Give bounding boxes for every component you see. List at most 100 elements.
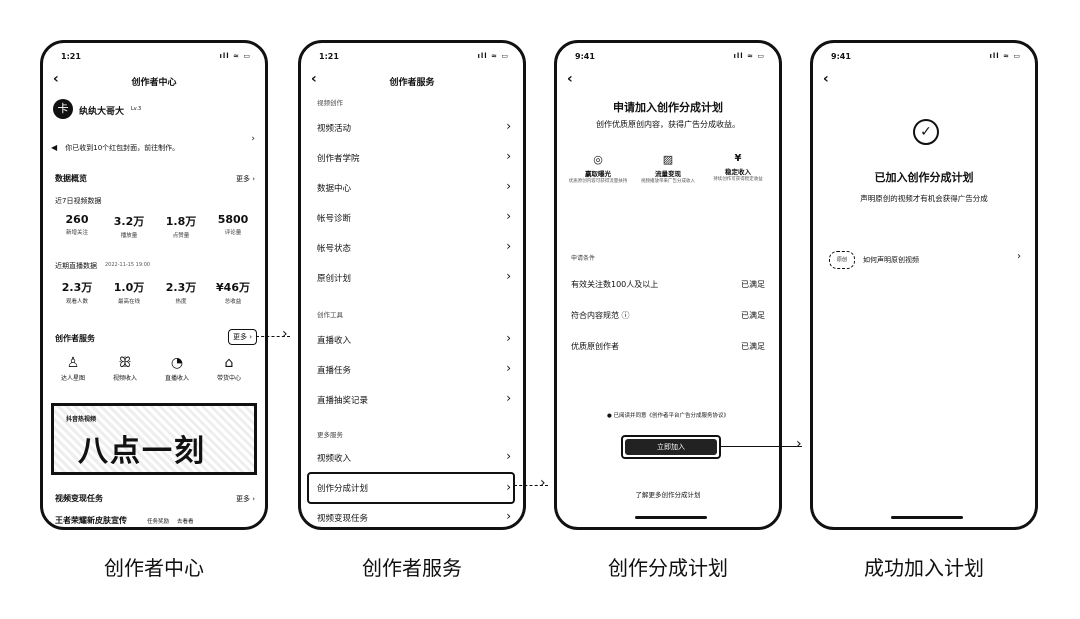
live-data-title: 近期直播数据 — [55, 262, 97, 270]
back-button[interactable]: ‹ — [823, 71, 829, 87]
promo-banner[interactable]: 抖音热视频 八点一刻 — [51, 403, 257, 475]
status-bar: 9:41 ıll ≈ ▭ — [831, 52, 1021, 62]
status-bar: 1:21 ıll ≈ ▭ — [61, 52, 251, 62]
connector-arrow — [514, 485, 548, 486]
page-title: 创作者中心 — [131, 78, 177, 88]
stat-peak-online: 1.0万最高在线 — [113, 281, 145, 305]
task-item-action[interactable]: 去看看 — [177, 519, 194, 525]
section-video-creation: 视频创作 — [317, 99, 343, 107]
success-heading: 已加入创作分成计划 — [874, 171, 974, 184]
status-time: 1:21 — [319, 52, 339, 61]
signal-icon: ıll ≈ ▭ — [989, 52, 1021, 60]
status-bar: 9:41 ıll ≈ ▭ — [575, 52, 765, 62]
task-item-title[interactable]: 王者荣耀新皮肤宣传 — [55, 516, 127, 525]
service-item[interactable]: ⌂带货中心 — [207, 355, 251, 382]
back-button[interactable]: ‹ — [311, 71, 317, 87]
conditions-title: 申请条件 — [571, 255, 596, 262]
service-item[interactable]: ◔直播收入 — [155, 355, 199, 382]
service-more-button[interactable]: 更多 › — [227, 329, 257, 345]
caption-creator-center: 创作者中心 — [104, 556, 204, 580]
status-time: 9:41 — [831, 52, 851, 61]
section-creation-tools: 创作工具 — [317, 311, 343, 319]
menu-item[interactable]: 视频收入› — [317, 449, 511, 464]
menu-item[interactable]: 创作者学院› — [317, 149, 511, 164]
notice-bar[interactable]: ◀ 你已收到10个红包封面，前往制作。 › — [51, 134, 257, 152]
success-subtitle: 声明原创的视频才有机会获得广告分成 — [860, 194, 988, 203]
stat-plays: 3.2万播放量 — [113, 215, 145, 239]
chevron-right-icon: › — [506, 331, 511, 345]
back-button[interactable]: ‹ — [567, 71, 573, 87]
camera-icon: ◎ — [593, 153, 603, 166]
menu-item[interactable]: 视频活动› — [317, 119, 511, 134]
chevron-right-icon: › — [506, 361, 511, 375]
user-level-badge: Lv.3 — [131, 106, 142, 112]
menu-item[interactable]: 数据中心› — [317, 179, 511, 194]
signal-icon: ıll ≈ ▭ — [219, 52, 251, 60]
task-more-link[interactable]: 更多 › — [235, 495, 255, 503]
headset-icon: ◔ — [170, 355, 184, 371]
stat-heat: 2.3万热度 — [165, 281, 197, 305]
menu-item-highlighted[interactable]: 创作分成计划› — [307, 472, 515, 504]
arrow-head-icon: › — [282, 326, 288, 342]
signal-icon: ıll ≈ ▭ — [477, 52, 509, 60]
back-button[interactable]: ‹ — [53, 71, 59, 87]
page-title: 创作者服务 — [389, 78, 435, 88]
learn-more-link[interactable]: 了解更多创作分成计划 — [635, 491, 701, 499]
menu-item[interactable]: 视频变现任务› — [317, 509, 511, 524]
banner-tag: 抖音热视频 — [66, 416, 97, 423]
caption-join-success: 成功加入计划 — [864, 556, 984, 580]
butterfly-icon: ꕥ — [118, 355, 132, 371]
feature-item: ¥ 稳定收入 持续创作可获得稳定收益 — [705, 153, 771, 183]
agreement-text: 已阅读并同意《创作者平台广告分成服务协议》 — [613, 413, 730, 419]
menu-item[interactable]: 直播抽奖记录› — [317, 391, 511, 406]
chevron-right-icon: › — [506, 119, 511, 133]
stat-revenue: ¥46万总收益 — [216, 281, 250, 305]
notice-text: 你已收到10个红包封面，前往制作。 — [65, 144, 180, 152]
phone-revenue-share-apply: 9:41 ıll ≈ ▭ ‹ 申请加入创作分成计划 创作优质原创内容，获得广告分… — [554, 40, 782, 530]
arrow-head-icon: › — [796, 436, 802, 452]
join-button[interactable]: 立即加入 — [621, 435, 721, 459]
status-bar: 1:21 ıll ≈ ▭ — [319, 52, 509, 62]
original-badge-icon: 原创 — [829, 251, 855, 269]
success-check-icon: ✓ — [913, 119, 939, 145]
live-data-date: 2022-11-15 19:00 — [105, 262, 151, 268]
connector-arrow — [720, 446, 802, 447]
status-time: 9:41 — [575, 52, 595, 61]
menu-item[interactable]: 帐号诊断› — [317, 209, 511, 224]
condition-row: 有效关注数100人及以上已满足 — [571, 280, 765, 289]
chevron-right-icon: › — [506, 269, 511, 283]
signal-icon: ıll ≈ ▭ — [733, 52, 765, 60]
section-more-services: 更多服务 — [317, 431, 343, 439]
coin-icon: ¥ — [734, 153, 742, 164]
menu-item[interactable]: 直播收入› — [317, 331, 511, 346]
how-to-declare-link[interactable]: 原创 如何声明原创视频 › — [829, 249, 1021, 271]
chevron-right-icon: › — [506, 509, 511, 523]
video-data-title: 近7日视频数据 — [55, 197, 102, 205]
service-item[interactable]: ♙达人星图 — [51, 355, 95, 382]
avatar[interactable]: 卡 — [53, 99, 73, 119]
task-item-meta: 任务奖励 — [147, 519, 170, 525]
menu-item[interactable]: 原创计划› — [317, 269, 511, 284]
caption-creator-services: 创作者服务 — [362, 556, 462, 580]
condition-row: 优质原创作者已满足 — [571, 342, 765, 351]
data-more-link[interactable]: 更多 › — [235, 175, 255, 183]
phone-creator-center: 1:21 ıll ≈ ▭ ‹ 创作者中心 卡 纨纨大哥大 Lv.3 ◀ 你已收到… — [40, 40, 268, 530]
agreement-checkbox[interactable]: ● 已阅读并同意《创作者平台广告分成服务协议》 — [557, 411, 779, 419]
menu-item[interactable]: 帐号状态› — [317, 239, 511, 254]
megaphone-icon: ◀ — [51, 143, 58, 152]
task-section-title: 视频变现任务 — [55, 494, 103, 503]
chevron-right-icon: › — [506, 209, 511, 223]
chevron-right-icon: › — [506, 179, 511, 193]
feature-item: ▨ 流量变现 视频播放带来广告分成收入 — [635, 153, 701, 185]
page-subtitle: 创作优质原创内容，获得广告分成收益。 — [596, 120, 740, 129]
page-heading: 申请加入创作分成计划 — [613, 101, 723, 114]
data-overview-title: 数据概览 — [55, 174, 87, 183]
username[interactable]: 纨纨大哥大 — [79, 107, 125, 117]
service-section-title: 创作者服务 — [55, 334, 95, 343]
chevron-right-icon: › — [506, 391, 511, 405]
menu-item[interactable]: 直播任务› — [317, 361, 511, 376]
chevron-right-icon: › — [506, 480, 511, 494]
